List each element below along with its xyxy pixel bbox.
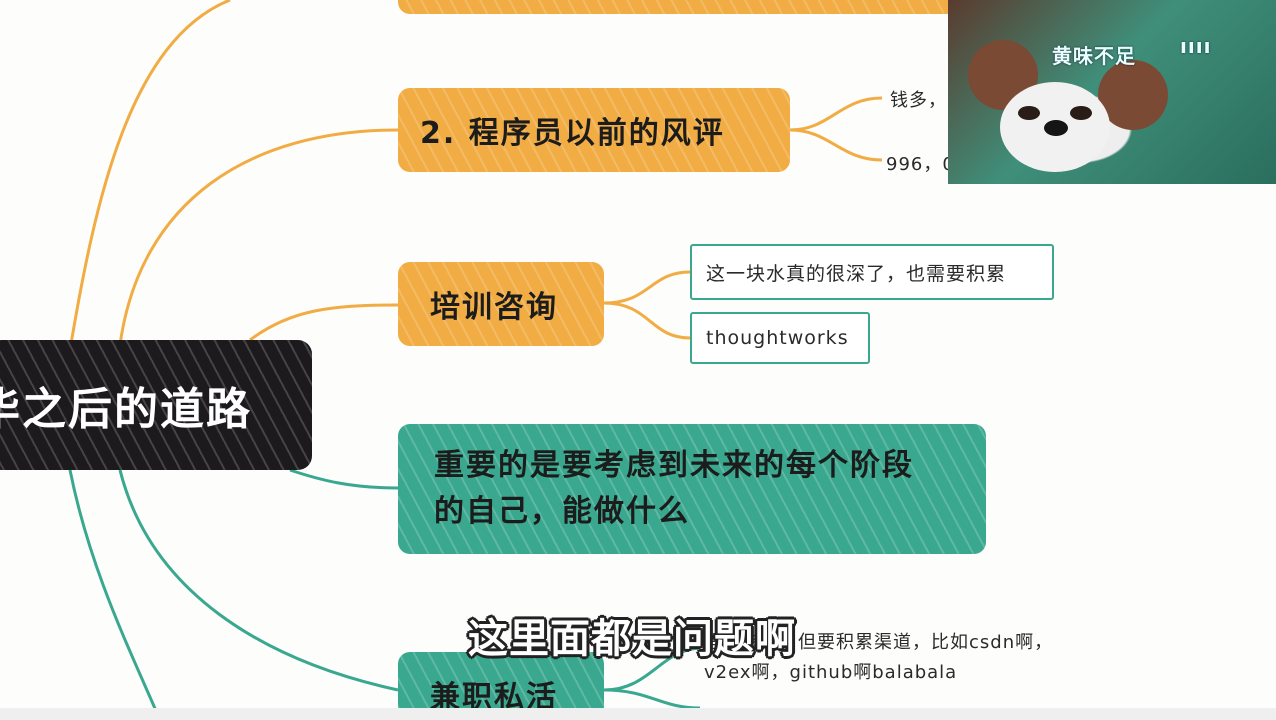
root-node[interactable]: 毕之后的道路 [0, 340, 312, 470]
red-panda-icon [1000, 82, 1110, 172]
leaf-line-sidejob-1 [603, 646, 701, 692]
branch-line-training [249, 303, 399, 342]
leaf-hours: 996，0 [886, 154, 955, 175]
video-overlay-mark: ıııı [1180, 34, 1212, 58]
panda-ear-right [1098, 60, 1168, 130]
leaf-thoughtworks[interactable]: thoughtworks [690, 312, 870, 364]
panda-eye-left [1018, 106, 1040, 120]
panda-nose [1044, 120, 1068, 136]
leaf-line-hours [789, 128, 883, 162]
node-top-cut[interactable] [398, 0, 958, 14]
leaf-line-thoughtworks [603, 301, 691, 340]
node-reputation-label: 2. 程序员以前的风评 [420, 116, 725, 151]
node-reputation[interactable]: 2. 程序员以前的风评 [398, 88, 790, 172]
webcam-overlay: 黄味不足 ıııı [948, 0, 1276, 184]
branch-line-bottom-left [68, 469, 162, 720]
video-overlay-text: 黄味不足 [1052, 44, 1136, 68]
video-subtitle: 这里面都是问题啊 [468, 616, 796, 662]
node-training[interactable]: 培训咨询 [398, 262, 604, 346]
branch-line-reputation [118, 128, 399, 346]
leaf-line-sidejob-2 [603, 688, 701, 710]
branch-line-future [289, 468, 399, 490]
leaf-sidejob-prefix: 是 [702, 632, 721, 653]
panda-eye-right [1070, 106, 1092, 120]
leaf-sidejob-line-2: v2ex啊，github啊balabala [704, 662, 958, 683]
branch-line-top [68, 0, 231, 351]
bottom-strip [0, 708, 1276, 720]
leaf-line-water [603, 270, 691, 305]
leaf-water-deep[interactable]: 这一块水真的很深了，也需要积累 [690, 244, 1054, 300]
root-node-label: 毕之后的道路 [0, 384, 252, 435]
node-future-line-1: 重要的是要考虑到未来的每个阶段 [434, 448, 914, 483]
node-future-line-2: 的自己，能做什么 [434, 494, 690, 529]
leaf-line-money [789, 96, 883, 132]
node-training-label: 培训咨询 [430, 290, 558, 325]
branch-line-sidejob [118, 469, 399, 692]
leaf-money: 钱多， [890, 90, 947, 111]
node-future[interactable]: 重要的是要考虑到未来的每个阶段 的自己，能做什么 [398, 424, 986, 554]
leaf-sidejob-line-1: 不错的，但要积累渠道，比如csdn啊， [722, 632, 1054, 653]
